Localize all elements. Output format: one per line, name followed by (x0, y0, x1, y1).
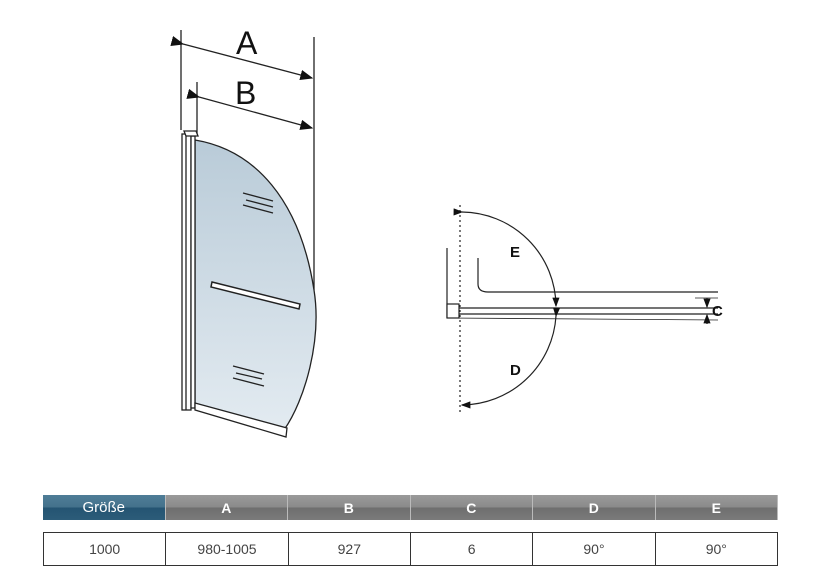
value-size: 1000 (44, 533, 167, 565)
arc-e (453, 208, 560, 308)
label-c: C (712, 303, 723, 320)
shower-screen-diagram: A B E D C (170, 25, 723, 438)
arc-d (460, 307, 561, 409)
header-b: B (288, 495, 411, 520)
dimension-a-line (170, 35, 314, 81)
value-e: 90° (705, 541, 727, 557)
front-view (170, 30, 317, 438)
value-d: 90° (533, 533, 656, 565)
dimension-b-line (186, 88, 314, 130)
value-c: 6 (411, 533, 534, 565)
label-b: B (235, 75, 256, 111)
header-a: A (165, 495, 288, 520)
value-a: 980-1005 (166, 533, 289, 565)
frosted-lines-bottom (232, 365, 265, 387)
hinge (446, 303, 460, 319)
label-a: A (236, 25, 258, 61)
bath-edge (477, 258, 718, 293)
frosted-lines-top (242, 192, 274, 214)
header-e: E (655, 495, 778, 520)
label-e: E (510, 244, 520, 261)
bottom-seal (194, 402, 288, 438)
header-c: C (410, 495, 533, 520)
header-size: Größe (43, 495, 166, 520)
header-d: D (533, 495, 656, 520)
spec-table-row: 1000 980-1005 927 6 90° 90° (43, 532, 778, 566)
value-b: 927 (289, 533, 411, 565)
label-d: D (510, 362, 521, 379)
top-view (446, 205, 719, 412)
glass-panel (194, 139, 317, 431)
towel-bar (210, 281, 301, 310)
spec-table-header: Größe A B C D E (43, 495, 778, 520)
